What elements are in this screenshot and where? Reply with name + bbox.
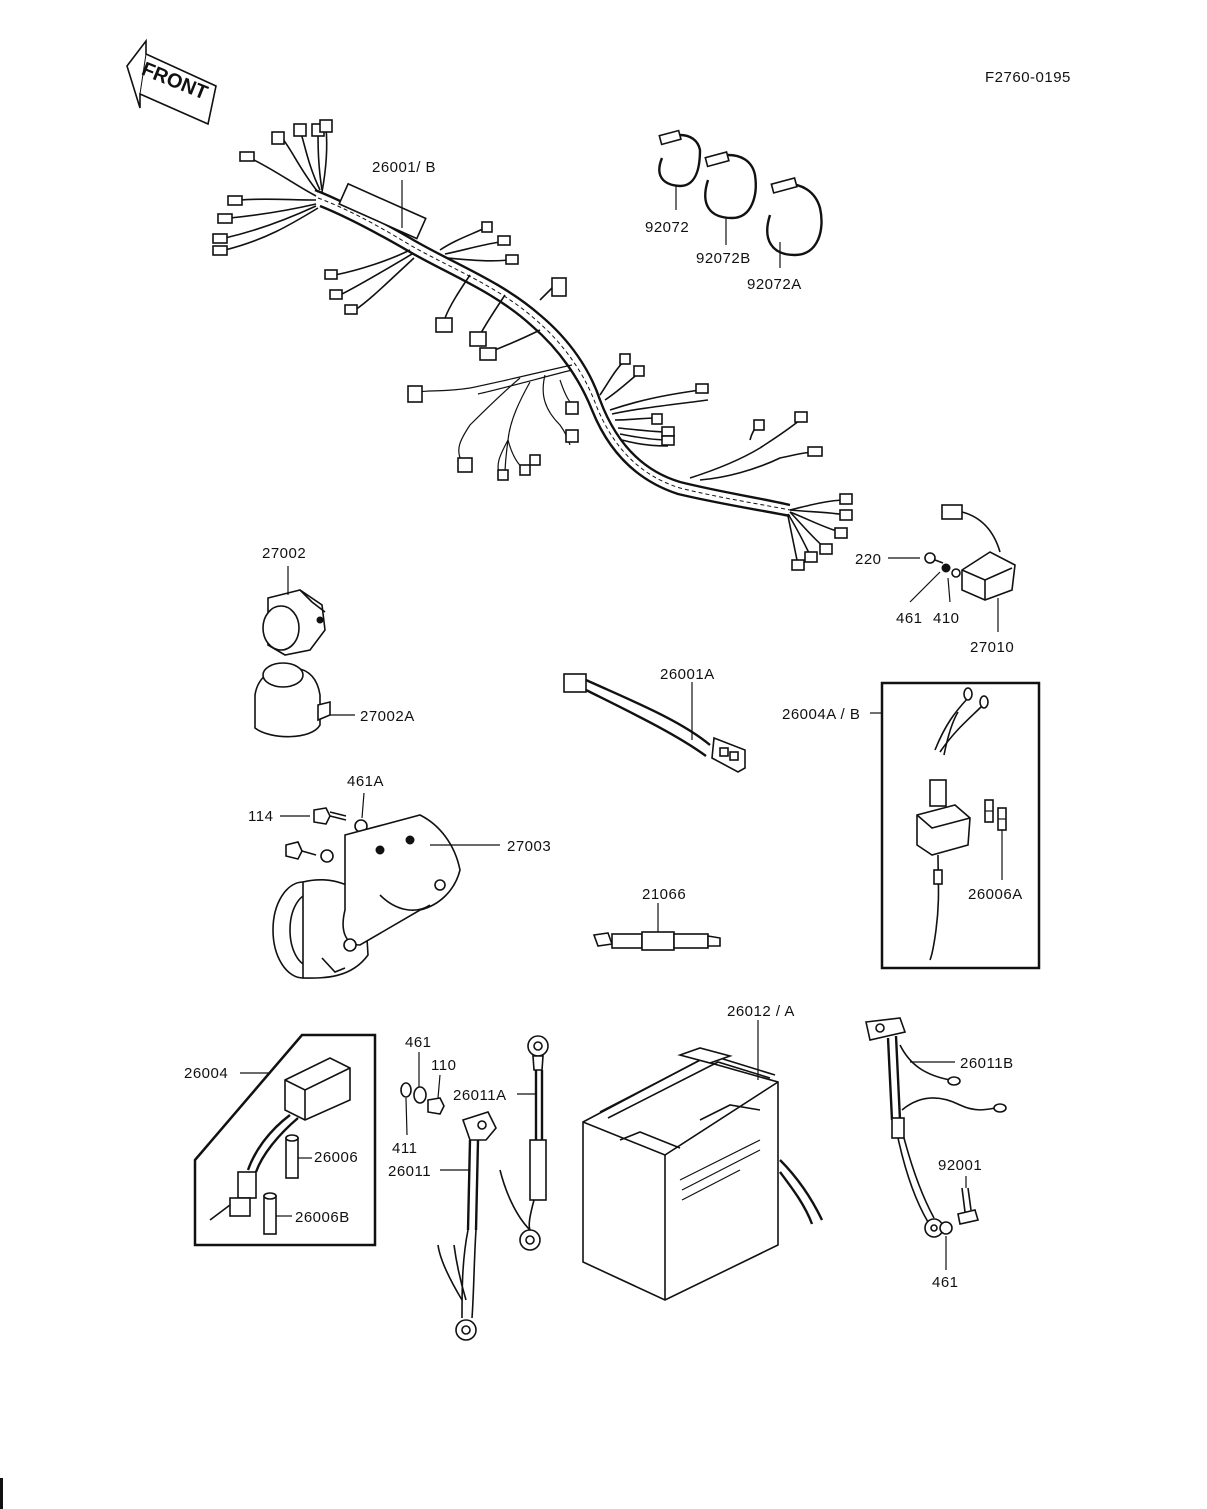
label-26011: 26011 (388, 1163, 431, 1180)
band-92072 (658, 129, 702, 210)
label-26001-b: 26001/ B (372, 159, 436, 176)
label-220: 220 (855, 551, 882, 568)
label-27002a: 27002A (360, 708, 415, 725)
regulator-27010-group (888, 504, 1016, 632)
sub-harness-26001a (563, 673, 746, 773)
label-26011a: 26011A (453, 1087, 507, 1104)
label-26012a: 26012 / A (727, 1003, 795, 1020)
label-21066: 21066 (642, 886, 686, 903)
horn-27002a (254, 662, 355, 738)
label-26004: 26004 (184, 1065, 228, 1082)
label-92072b: 92072B (696, 250, 751, 267)
label-92072: 92072 (645, 219, 689, 236)
label-26001a: 26001A (660, 666, 715, 683)
assy-26004-box (193, 1033, 377, 1247)
front-arrow-icon: FRONT (126, 38, 217, 126)
label-92001: 92001 (938, 1157, 982, 1174)
edge-mark (0, 1478, 3, 1509)
horn-27003-group (272, 792, 500, 979)
label-26011b: 26011B (960, 1055, 1014, 1072)
label-410: 410 (933, 610, 960, 627)
battery-26012a (582, 1020, 824, 1301)
label-92072a: 92072A (747, 276, 802, 293)
label-27002: 27002 (262, 545, 306, 562)
label-26006: 26006 (314, 1149, 358, 1166)
band-92072a (766, 177, 823, 268)
label-114: 114 (248, 808, 273, 825)
label-411: 411 (392, 1140, 417, 1157)
label-26006a: 26006A (968, 886, 1023, 903)
horn-27002 (262, 566, 326, 656)
washer-bolt-group (400, 1052, 445, 1136)
cable-26011a (499, 1035, 549, 1251)
label-27003: 27003 (507, 838, 551, 855)
label-110: 110 (431, 1057, 456, 1074)
label-26006b: 26006B (295, 1209, 350, 1226)
label-461-mid: 461 (405, 1034, 432, 1051)
label-26004ab: 26004A / B (782, 706, 860, 723)
main-wiring-harness (212, 119, 853, 571)
label-461a: 461A (347, 773, 384, 790)
lead-21066 (592, 903, 721, 951)
label-461-top: 461 (896, 610, 923, 627)
label-461-bottom: 461 (932, 1274, 959, 1291)
assy-26004ab-box (870, 681, 1041, 970)
cable-26011 (437, 1111, 497, 1341)
label-27010: 27010 (970, 639, 1014, 656)
cable-26011b-group (865, 1017, 1007, 1270)
reference-code: F2760-0195 (985, 69, 1071, 86)
band-92072b (704, 151, 757, 245)
